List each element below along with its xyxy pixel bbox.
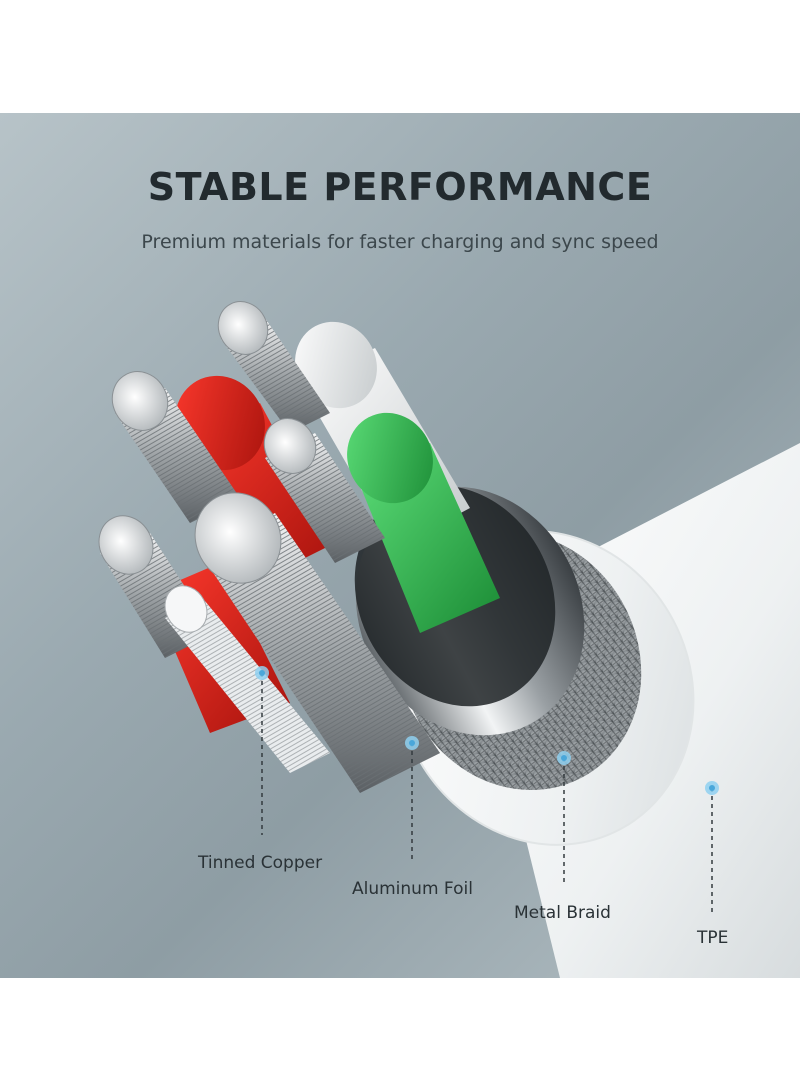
cable-cross-section-illustration [98, 301, 800, 978]
callout-label-tinned-copper: Tinned Copper [198, 853, 323, 873]
callout-label-metal-braid: Metal Braid [514, 903, 611, 923]
product-banner: STABLE PERFORMANCE Premium materials for… [0, 113, 800, 978]
headline: STABLE PERFORMANCE [147, 165, 653, 209]
callout-label-tpe: TPE [697, 928, 729, 948]
callout-leaders [261, 673, 713, 913]
subheadline: Premium materials for faster charging an… [141, 231, 659, 253]
callout-markers [255, 666, 719, 795]
callout-label-aluminum-foil: Aluminum Foil [352, 879, 473, 899]
strand-bundles [98, 301, 440, 793]
